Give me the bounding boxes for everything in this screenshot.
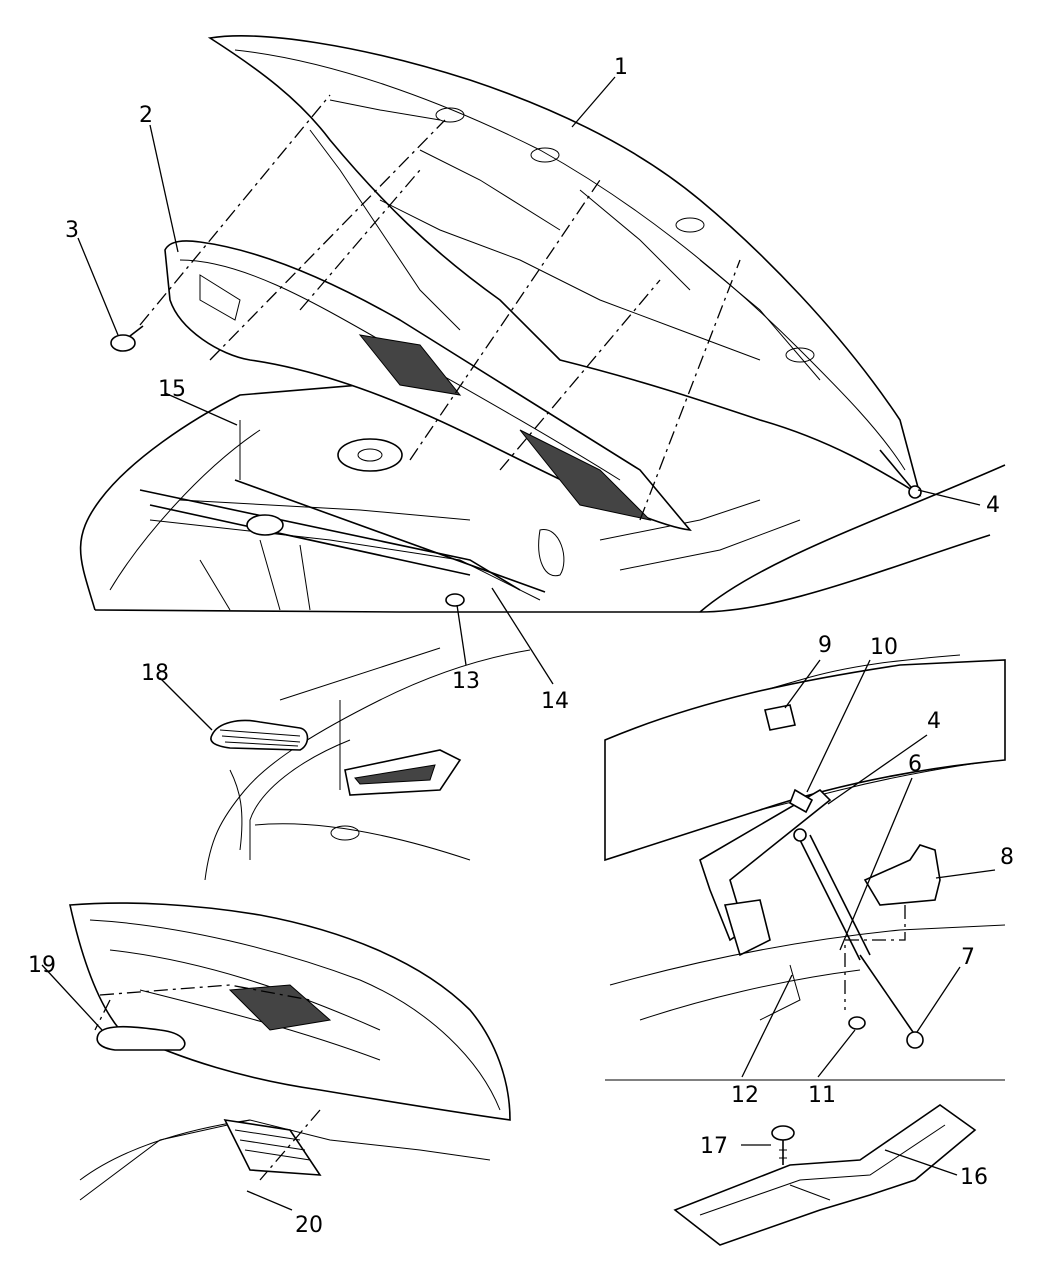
push-pin-fastener-3 [110, 325, 144, 352]
callout-4-detail: 4 [927, 709, 941, 734]
callout-14: 14 [541, 689, 569, 714]
callout-1: 1 [614, 55, 628, 80]
hood-underside-detail [69, 902, 511, 1201]
hinge-strut-detail [604, 654, 1006, 1081]
callout-8: 8 [1000, 845, 1014, 870]
hood-scoop-detail [204, 647, 531, 881]
callout-15: 15 [158, 377, 186, 402]
callout-10: 10 [870, 635, 898, 660]
callout-3: 3 [65, 218, 79, 243]
callout-20: 20 [295, 1213, 323, 1238]
callout-2: 2 [139, 103, 153, 128]
callout-17: 17 [700, 1134, 728, 1159]
callout-16: 16 [960, 1165, 988, 1190]
leader-lines [41, 76, 996, 1211]
callout-4-main: 4 [986, 493, 1000, 518]
cowl-seal-detail [673, 1104, 977, 1246]
callouts: 1 2 3 4 4 6 7 8 9 10 11 12 13 14 15 16 1… [28, 55, 1014, 1238]
callout-19: 19 [28, 953, 56, 978]
callout-7: 7 [961, 945, 975, 970]
main-hood-view [79, 35, 1006, 613]
callout-13: 13 [452, 669, 480, 694]
push-pin-fastener-17 [771, 1125, 795, 1165]
callout-12: 12 [731, 1083, 759, 1108]
callout-11: 11 [808, 1083, 836, 1108]
callout-6: 6 [908, 752, 922, 777]
callout-18: 18 [141, 661, 169, 686]
callout-9: 9 [818, 633, 832, 658]
